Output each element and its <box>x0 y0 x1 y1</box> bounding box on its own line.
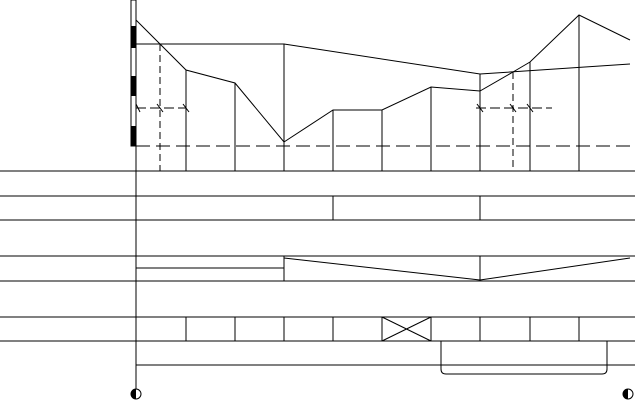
row-segment-dividers <box>332 196 481 220</box>
dimension-marks-right <box>476 103 552 113</box>
x-box-cross-mark <box>381 316 432 342</box>
ground-profile-line <box>135 14 631 143</box>
half-filled-circle-marker-left <box>130 388 142 400</box>
dimension-marks-left <box>135 103 190 113</box>
half-filled-circle-marker-right <box>622 388 634 400</box>
elevation-scale-bar <box>130 0 137 147</box>
design-profile-line <box>136 43 631 75</box>
station-lines <box>185 15 580 171</box>
table-horizontal-rules <box>0 170 635 342</box>
dashed-vertical-lines <box>159 44 514 171</box>
station-cells <box>185 317 580 341</box>
bottom-range-lines <box>136 341 635 375</box>
curve-band <box>136 256 631 281</box>
